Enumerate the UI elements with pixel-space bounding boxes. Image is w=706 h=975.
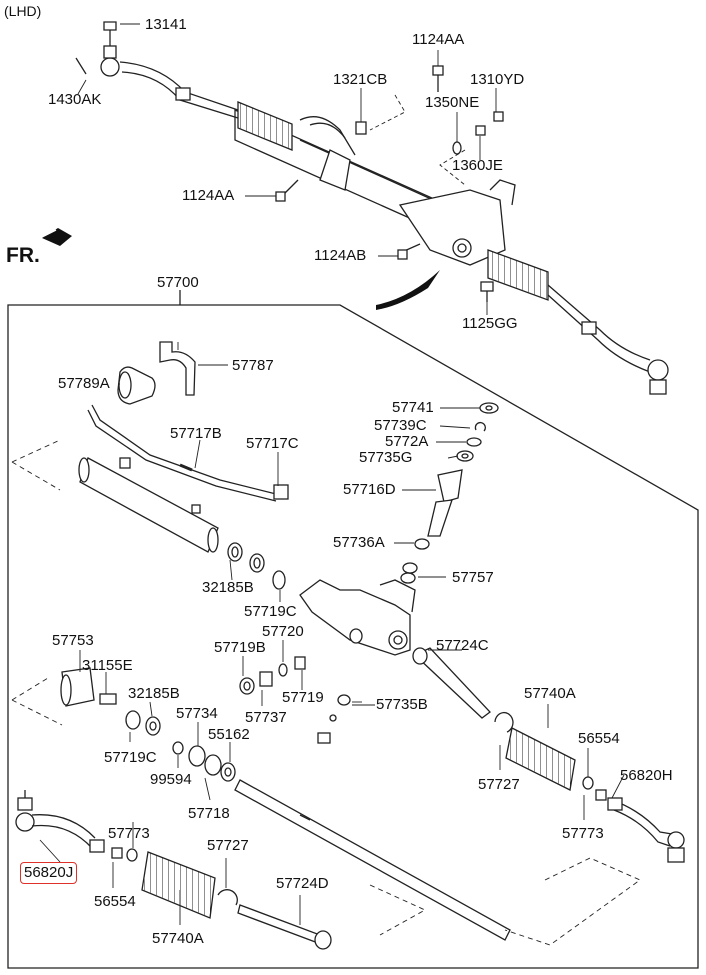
- part-label-57753[interactable]: 57753: [52, 632, 94, 649]
- boot-left-lower: [141, 851, 238, 919]
- part-label-57717c[interactable]: 57717C: [246, 435, 299, 452]
- part-label-32185b-a[interactable]: 32185B: [202, 579, 254, 596]
- cylinder-tube: [78, 457, 219, 553]
- upper-leader-lines: [77, 23, 497, 315]
- seal-rings: [227, 542, 286, 590]
- front-arrow-icon: [42, 228, 72, 246]
- pinion-parts: [400, 402, 499, 584]
- tie-rod-end-right: [607, 797, 685, 863]
- part-label-99594[interactable]: 99594: [150, 771, 192, 788]
- callout-wedge-icon: [376, 270, 440, 310]
- rack-housing: [234, 108, 516, 266]
- part-label-57719b[interactable]: 57719B: [214, 639, 266, 656]
- tie-rod-end-left: [15, 790, 138, 862]
- left-boot: [237, 101, 293, 151]
- rack-bar: [234, 779, 511, 941]
- inner-tie-rod-left: [237, 904, 332, 950]
- part-label-57739c[interactable]: 57739C: [374, 417, 427, 434]
- part-label-5772a[interactable]: 5772A: [385, 433, 429, 450]
- part-label-57724d[interactable]: 57724D: [276, 875, 329, 892]
- part-label-57719c-b[interactable]: 57719C: [104, 749, 157, 766]
- part-label-57720[interactable]: 57720: [262, 623, 304, 640]
- part-label-57727-left[interactable]: 57727: [207, 837, 249, 854]
- part-label-57727-right[interactable]: 57727: [478, 776, 520, 793]
- bushing: [117, 366, 156, 405]
- boot-right-lower: [494, 711, 607, 801]
- part-label-57736a[interactable]: 57736A: [333, 534, 385, 551]
- part-label-55162[interactable]: 55162: [208, 726, 250, 743]
- dashed-guides-left: [11, 439, 63, 726]
- part-label-1430ak[interactable]: 1430AK: [48, 91, 102, 108]
- part-label-1124ab[interactable]: 1124AB: [314, 247, 367, 264]
- part-label-57735g[interactable]: 57735G: [359, 449, 413, 466]
- part-label-1125gg[interactable]: 1125GG: [462, 315, 518, 332]
- part-label-56554-right[interactable]: 56554: [578, 730, 620, 747]
- drive-side-note: (LHD): [4, 3, 42, 19]
- part-label-57740a-left[interactable]: 57740A: [152, 930, 204, 947]
- part-label-57735b[interactable]: 57735B: [376, 696, 428, 713]
- left-lower-parts: [60, 667, 236, 782]
- lower-leader-lines: [39, 342, 625, 925]
- valve-housing: [299, 579, 416, 656]
- part-label-57757[interactable]: 57757: [452, 569, 494, 586]
- part-label-57773-left[interactable]: 57773: [108, 825, 150, 842]
- part-label-1310yd[interactable]: 1310YD: [470, 71, 525, 88]
- left-tie-rod-upper: [75, 21, 239, 119]
- part-label-57719c-a[interactable]: 57719C: [244, 603, 297, 620]
- clamp-bracket: [159, 341, 196, 396]
- part-label-1360je[interactable]: 1360JE: [452, 157, 503, 174]
- part-label-57719[interactable]: 57719: [282, 689, 324, 706]
- assembly-frame: [7, 290, 699, 969]
- part-label-56820j-highlighted[interactable]: 56820J: [20, 862, 78, 884]
- part-label-57716d[interactable]: 57716D: [343, 481, 396, 498]
- part-label-57718[interactable]: 57718: [188, 805, 230, 822]
- part-label-57789a[interactable]: 57789A: [58, 375, 110, 392]
- part-label-57787[interactable]: 57787: [232, 357, 274, 374]
- part-label-57717b[interactable]: 57717B: [170, 425, 222, 442]
- part-label-1124aa-top[interactable]: 1124AA: [412, 31, 465, 48]
- part-label-31155e[interactable]: 31155E: [82, 657, 133, 674]
- part-label-57734[interactable]: 57734: [176, 705, 218, 722]
- inner-tie-rod-right: [412, 647, 491, 719]
- right-tie-rod-upper: [547, 284, 669, 395]
- part-label-57773-right[interactable]: 57773: [562, 825, 604, 842]
- part-label-57724c[interactable]: 57724C: [436, 637, 489, 654]
- middle-small-parts: [239, 656, 351, 744]
- part-label-32185b-b[interactable]: 32185B: [128, 685, 180, 702]
- part-label-13141[interactable]: 13141: [145, 16, 187, 33]
- part-label-1350ne[interactable]: 1350NE: [425, 94, 480, 111]
- part-label-57737[interactable]: 57737: [245, 709, 287, 726]
- upper-bolts: [275, 65, 504, 302]
- assembly-label: 57700: [157, 274, 199, 291]
- part-label-56820h[interactable]: 56820H: [620, 767, 673, 784]
- dashed-guides-right: [369, 857, 641, 946]
- part-label-57740a-right[interactable]: 57740A: [524, 685, 576, 702]
- lower-parts: [11, 341, 685, 950]
- upper-assembly: [75, 21, 669, 395]
- pipe-assembly: [87, 404, 289, 502]
- part-label-56554-left[interactable]: 56554: [94, 893, 136, 910]
- front-direction-label: FR.: [6, 244, 40, 267]
- part-label-1124aa-mid[interactable]: 1124AA: [182, 187, 235, 204]
- part-label-1321cb[interactable]: 1321CB: [333, 71, 388, 88]
- right-boot: [487, 249, 549, 301]
- part-label-57741[interactable]: 57741: [392, 399, 434, 416]
